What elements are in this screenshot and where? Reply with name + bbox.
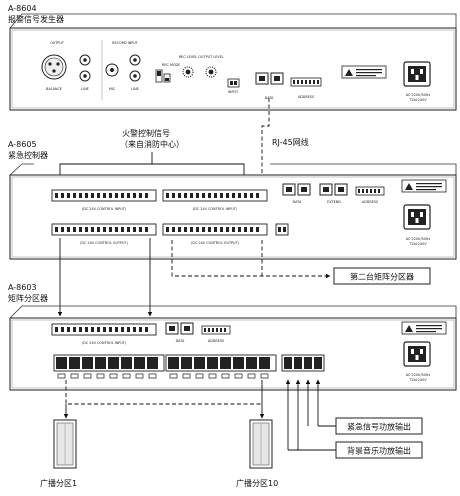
control-input-terminals: (DC 24V CONTROL INPUT) <box>51 323 157 345</box>
extend-rj45-ports: EXTEND <box>319 183 348 204</box>
ac-power-inlet: AC 220V/50Hz T2AL250V <box>403 204 431 246</box>
address-dip-switch: ADDRESS <box>290 77 322 99</box>
address-label: ADDRESS <box>298 95 314 99</box>
control-input-terminals-left: (DC 24V CONTROL INPUT) <box>51 189 157 211</box>
matrix-zoner-model: A-8603 <box>8 283 37 292</box>
address-label: ADDRESS <box>362 200 378 204</box>
fuse-label: T2AL250V <box>408 98 427 102</box>
zone-10-label: 广播分区10 <box>236 478 278 488</box>
emergency-controller-device: A-8605 紧急控制器 (DC 24V CONTROL INPUT) (DC … <box>8 140 457 260</box>
amplifier-input-terminals <box>281 354 325 372</box>
link-to-second-matrix-a <box>171 240 331 279</box>
address-label: ADDRESS <box>208 339 224 343</box>
ac-voltage-label: AC 220V/50Hz <box>406 373 431 377</box>
background-amp-label: 背景音乐功放输出 <box>347 446 411 456</box>
address-dip-switch: ADDRESS <box>355 186 385 204</box>
rec-level-label: REC LEVEL <box>179 55 197 59</box>
ac-voltage-label: AC 220V/50Hz <box>406 93 431 97</box>
record-input-connectors: RECORD INPUT MIC LINE <box>105 41 141 91</box>
control-input-terminals-right: (DC 24V CONTROL INPUT) <box>162 189 268 211</box>
input-terminal: INPUT <box>227 78 240 94</box>
control-output-label-left: (DC 24V CONTROL OUTPUT) <box>80 241 129 245</box>
line-output-rca-connectors: LINE <box>79 54 91 91</box>
mic-label: MIC <box>109 87 116 91</box>
rj45-callout: RJ-45网线 <box>272 137 309 147</box>
zone-1-label: 广播分区1 <box>40 478 77 488</box>
background-amp-box <box>335 441 423 459</box>
control-output-terminals-right: (DC 24V CONTROL OUTPUT) <box>162 223 268 245</box>
small-terminal-block <box>275 223 289 236</box>
zone-output-bus <box>65 380 262 405</box>
warning-label <box>401 321 447 335</box>
data-rj45-ports: DATA <box>282 183 311 204</box>
rj45-network-cable <box>261 98 270 183</box>
second-matrix-box <box>333 267 431 285</box>
control-input-label-left: (DC 24V CONTROL INPUT) <box>82 207 127 211</box>
ac-power-inlet: AC 220V/50Hz T2AL250V <box>403 341 431 382</box>
control-output-label-right: (DC 24V CONTROL OUTPUT) <box>191 241 240 245</box>
line-label: LINE <box>81 87 89 91</box>
balanced-output-xlr-connector: OUTPUT BALANCE <box>41 41 67 91</box>
output-level-label: OUTPUT LEVEL <box>198 55 223 59</box>
emergency-controller-model: A-8605 <box>8 140 37 149</box>
output-label: OUTPUT <box>50 41 65 45</box>
zone-output-terminals-left <box>53 354 165 379</box>
zone-1-speaker <box>53 419 77 469</box>
data-label: DATA <box>176 339 185 343</box>
matrix-zoner-device: A-8603 矩阵分区器 (DC 24V CONTROL INPUT) DATA… <box>8 283 457 391</box>
warning-label <box>341 65 387 79</box>
control-output-terminals-left: (DC 24V CONTROL OUTPUT) <box>51 223 157 245</box>
input-label: INPUT <box>228 90 239 94</box>
emergency-controller-rear-panel <box>9 174 457 260</box>
second-matrix-label: 第二台矩阵分区器 <box>350 272 414 282</box>
control-input-label-right: (DC 24V CONTROL INPUT) <box>193 207 238 211</box>
data-rj45-ports: DATA <box>165 322 194 343</box>
data-label: DATA <box>293 200 302 204</box>
fuse-label: T2AL250V <box>408 242 427 246</box>
fire-signal-title: 火警控制信号 <box>122 128 170 138</box>
fire-signal-source: （来自消防中心） <box>120 139 184 149</box>
warning-label <box>401 179 447 193</box>
zone-10-speaker <box>249 419 273 469</box>
address-dip-switch: ADDRESS <box>201 325 231 343</box>
extend-label: EXTEND <box>327 200 341 204</box>
alarm-generator-chassis-top <box>9 13 457 29</box>
rec-level-knob: REC LEVEL <box>179 55 197 78</box>
alarm-generator-name: 报警信号发生器 <box>8 14 64 24</box>
alarm-generator-model: A-8604 <box>8 4 37 13</box>
emergency-amp-label: 紧急信号功放输出 <box>347 422 411 432</box>
rec-mode-switch: REC MODE <box>155 63 180 83</box>
alarm-generator-device: A-8604 报警信号发生器 OUTPUT BALANCE LINE RECOR… <box>8 4 457 111</box>
rec-mode-label: REC MODE <box>162 63 180 67</box>
zone-output-terminals-right <box>165 354 277 379</box>
fuse-label: T2AL250V <box>408 378 427 382</box>
ac-power-inlet: AC 220V/50Hz T2AL250V <box>403 61 431 102</box>
line-input-label: LINE <box>131 87 139 91</box>
matrix-zoner-name: 矩阵分区器 <box>8 293 48 303</box>
output-level-knob: OUTPUT LEVEL <box>198 55 224 78</box>
record-input-label: RECORD INPUT <box>112 41 139 45</box>
alarm-generator-rear-panel <box>9 27 457 111</box>
emergency-amp-box <box>335 417 423 435</box>
balance-label: BALANCE <box>46 87 62 91</box>
control-input-label: (DC 24V CONTROL INPUT) <box>82 341 127 345</box>
ac-voltage-label: AC 220V/50Hz <box>406 237 431 241</box>
emergency-controller-name: 紧急控制器 <box>8 150 48 160</box>
